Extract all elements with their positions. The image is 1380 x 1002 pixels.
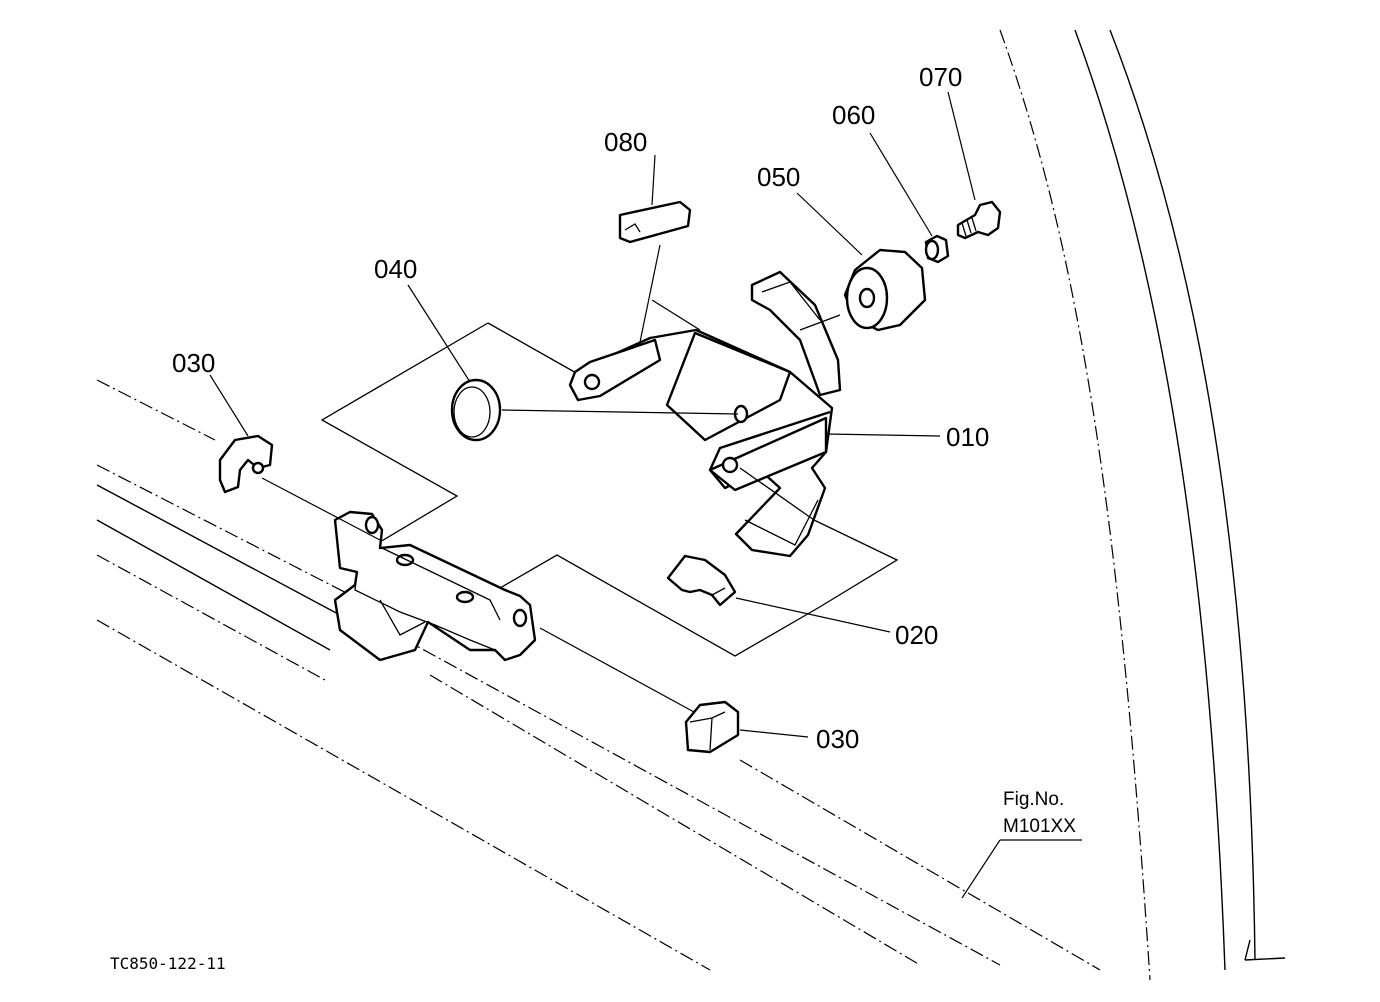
part-060-washer bbox=[924, 234, 950, 264]
part-010-bracket bbox=[568, 270, 842, 558]
part-080-pin bbox=[618, 200, 692, 244]
callout-050: 050 bbox=[757, 162, 800, 192]
cab-frame-lines bbox=[96, 29, 1286, 981]
mounting-plane bbox=[320, 299, 899, 657]
callout-060: 060 bbox=[832, 100, 875, 130]
callout-080: 080 bbox=[604, 127, 647, 157]
part-070-bolt bbox=[956, 200, 1002, 240]
callout-030-right: 030 bbox=[816, 724, 859, 754]
callout-020: 020 bbox=[895, 620, 938, 650]
callout-030-left: 030 bbox=[172, 348, 215, 378]
figure-label: Fig.No. bbox=[1003, 789, 1064, 810]
leader-lines bbox=[209, 91, 1082, 899]
drawing-code: TC850-122-11 bbox=[110, 954, 226, 973]
callout-070: 070 bbox=[919, 62, 962, 92]
part-030-cap-left bbox=[218, 434, 274, 494]
part-050-bushing bbox=[843, 248, 927, 332]
part-040-plug bbox=[450, 378, 502, 442]
part-020-clip bbox=[666, 554, 737, 607]
hinge-base bbox=[333, 510, 537, 662]
part-030-cap-right bbox=[684, 700, 740, 754]
figure-number: M101XX bbox=[1003, 816, 1076, 837]
callout-010: 010 bbox=[946, 422, 989, 452]
callout-040: 040 bbox=[374, 254, 417, 284]
